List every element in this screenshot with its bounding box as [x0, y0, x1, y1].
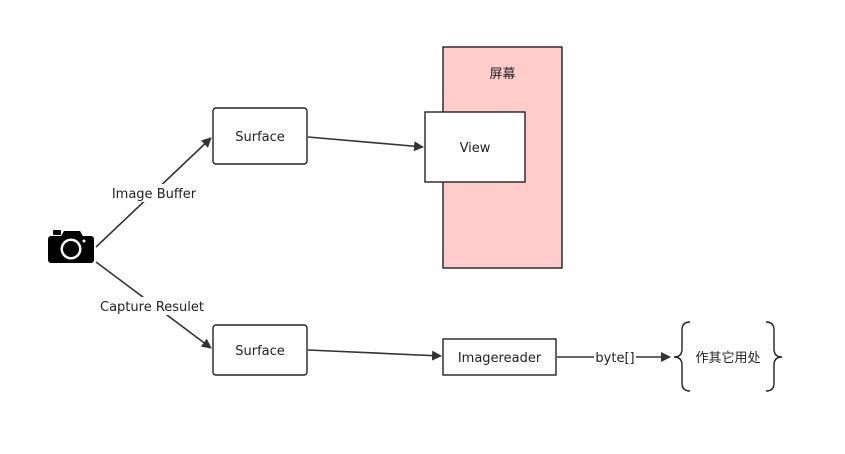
surface-top-label: Surface [235, 130, 285, 145]
edge-surface-top-to-view [307, 136, 424, 152]
imagereader-node: Imagereader [442, 338, 557, 376]
edge-label-image-buffer: Image Buffer [112, 187, 197, 202]
surface-bottom-rect [212, 324, 308, 376]
edge-surface-bottom-to-imagereader [307, 349, 442, 361]
screen-label: 屏幕 [489, 67, 515, 82]
edge-label-capture-resulet-group: Capture Resulet [99, 297, 205, 315]
surface-top-rect [212, 107, 308, 165]
view-rect [424, 111, 526, 183]
imagereader-label: Imagereader [458, 351, 542, 366]
other-uses-node: 作其它用处 [673, 321, 783, 392]
edge-label-byte: byte[] [595, 351, 634, 366]
other-uses-label: 作其它用处 [695, 350, 760, 366]
edge-label-image-buffer-group: Image Buffer [111, 184, 197, 202]
surface-bottom-node: Surface [212, 324, 308, 376]
imagereader-rect [442, 338, 557, 376]
left-curly-brace [673, 321, 691, 392]
edge-label-byte-group: byte[] [594, 349, 636, 366]
surface-bottom-label: Surface [235, 344, 285, 359]
view-label: View [460, 141, 491, 156]
surface-top-node: Surface [212, 107, 308, 165]
edge-label-capture-resulet: Capture Resulet [100, 300, 204, 315]
view-node: View [424, 111, 526, 183]
right-curly-brace [765, 321, 783, 392]
camera-icon [48, 230, 94, 263]
